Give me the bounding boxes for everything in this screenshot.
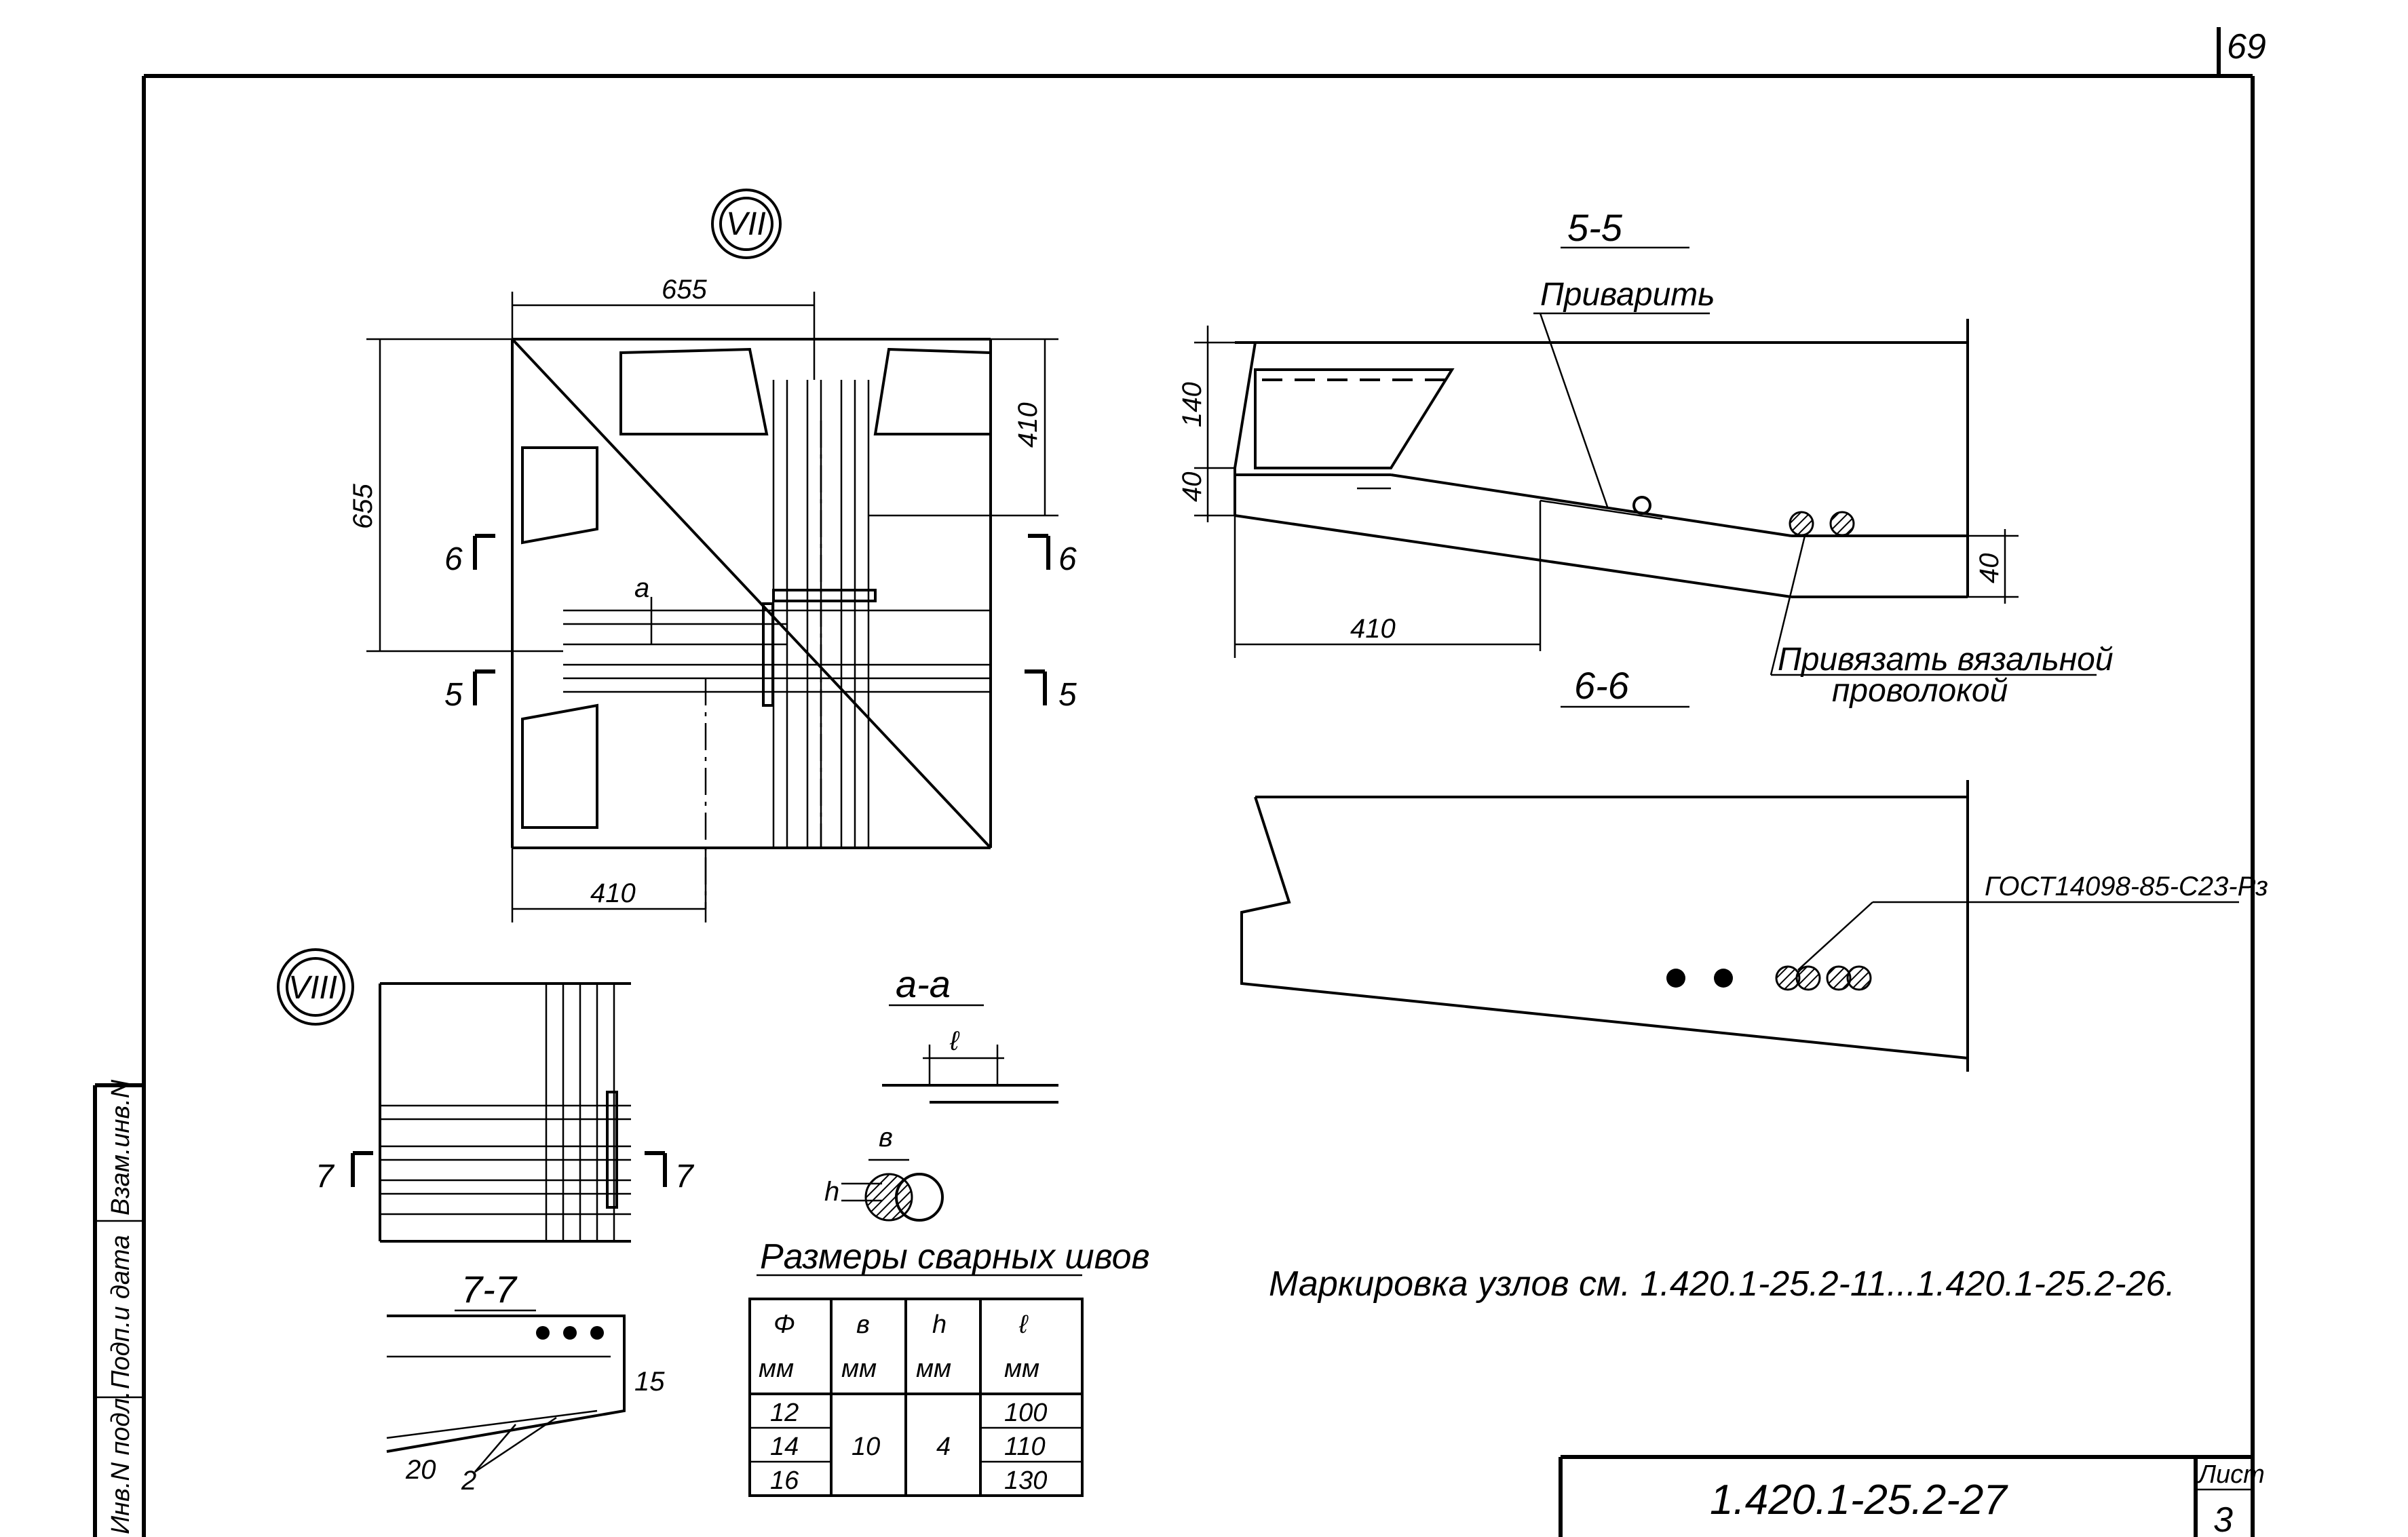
section-6-6: 6-6 ГОСТ14098-85-С23-Рз [1240,664,2268,1072]
th-h: h [932,1310,947,1339]
weld-note: Приварить [1540,277,1715,313]
dim-right-410: 410 [1013,402,1043,448]
section-7-7: 7-7 15 20 2 [386,1268,665,1496]
cut-6-right: 6 [1058,541,1077,577]
dim-410-5-5: 410 [1350,614,1396,644]
sheet-number: 3 [2213,1500,2233,1537]
dim-b: в [879,1123,893,1152]
section-6-6-title: 6-6 [1574,664,1630,707]
drawing-code: 1.420.1-25.2-27 [1710,1477,2008,1523]
title-block: 1.420.1-25.2-27 Лист 3 [1559,1455,2265,1537]
unit-phi: мм [759,1355,794,1383]
section-5-5: 5-5 Приварить 140 40 410 [1177,206,2114,709]
b-value: 10 [852,1433,880,1461]
row-phi-14: 14 [770,1433,799,1461]
th-l: ℓ [1018,1310,1029,1339]
unit-h: мм [916,1355,951,1383]
cut-7-left: 7 [316,1159,335,1194]
dim-h: h [824,1177,839,1207]
th-b: в [856,1310,870,1339]
row-l-100: 100 [1004,1399,1047,1427]
unit-b: мм [841,1355,877,1383]
tie-note-line1: Привязать вязальной [1778,642,2114,678]
page-number: 69 [2227,27,2266,66]
dim-15: 15 [634,1367,665,1397]
dim-bottom-410: 410 [590,878,636,908]
section-a-a-title: a-a [896,962,951,1005]
row-l-130: 130 [1004,1466,1047,1495]
weld-table: Размеры сварных швов Φ в h ℓ мм мм мм мм… [748,1237,1150,1497]
dim-2: 2 [461,1466,476,1496]
sheet-frame: 69 [142,27,2266,1537]
dim-left-655: 655 [348,484,378,529]
tie-note-line2: проволокой [1832,673,2008,709]
node-viii: VIII 7 7 [277,948,695,1243]
dim-40-right: 40 [1974,553,2004,584]
weld-table-title: Размеры сварных швов [760,1237,1150,1277]
cut-5-left: 5 [444,677,463,713]
cut-5-right: 5 [1058,677,1077,713]
th-phi: Φ [773,1310,795,1339]
marking-note: Маркировка узлов см. 1.420.1-25.2-11...1… [1269,1264,2175,1304]
dim-40-left: 40 [1177,472,1207,503]
dim-top-655: 655 [662,275,707,305]
row-phi-16: 16 [770,1466,799,1495]
node-vii-marker: VII [726,206,766,242]
cut-6-left: 6 [444,541,463,577]
dim-20: 20 [405,1455,436,1485]
node-vii: VII 655 [348,189,1077,922]
row-l-110: 110 [1004,1433,1046,1461]
section-7-7-title: 7-7 [461,1268,518,1310]
dim-a: a [634,573,649,603]
h-value: 4 [936,1433,951,1461]
stamp-replace-inv: Взам.инв.N [107,1079,135,1215]
unit-l: мм [1004,1355,1039,1383]
stamp-sign-date: Подп.и дата [107,1235,135,1389]
section-a-a: a-a ℓ h в [824,962,1058,1222]
stamp-inv-orig: Инв.N подл. [107,1390,135,1534]
dim-l: ℓ [949,1026,960,1056]
cut-7-right: 7 [675,1159,695,1194]
node-viii-marker: VIII [288,970,337,1006]
row-phi-12: 12 [770,1399,799,1427]
dim-140: 140 [1177,382,1207,427]
sheet-label: Лист [2196,1460,2265,1489]
gost-label: ГОСТ14098-85-С23-Рз [1985,872,2268,901]
section-5-5-title: 5-5 [1567,206,1623,249]
side-stamp: Инв.N подл. Подп.и дата Взам.инв.N [93,1079,144,1537]
